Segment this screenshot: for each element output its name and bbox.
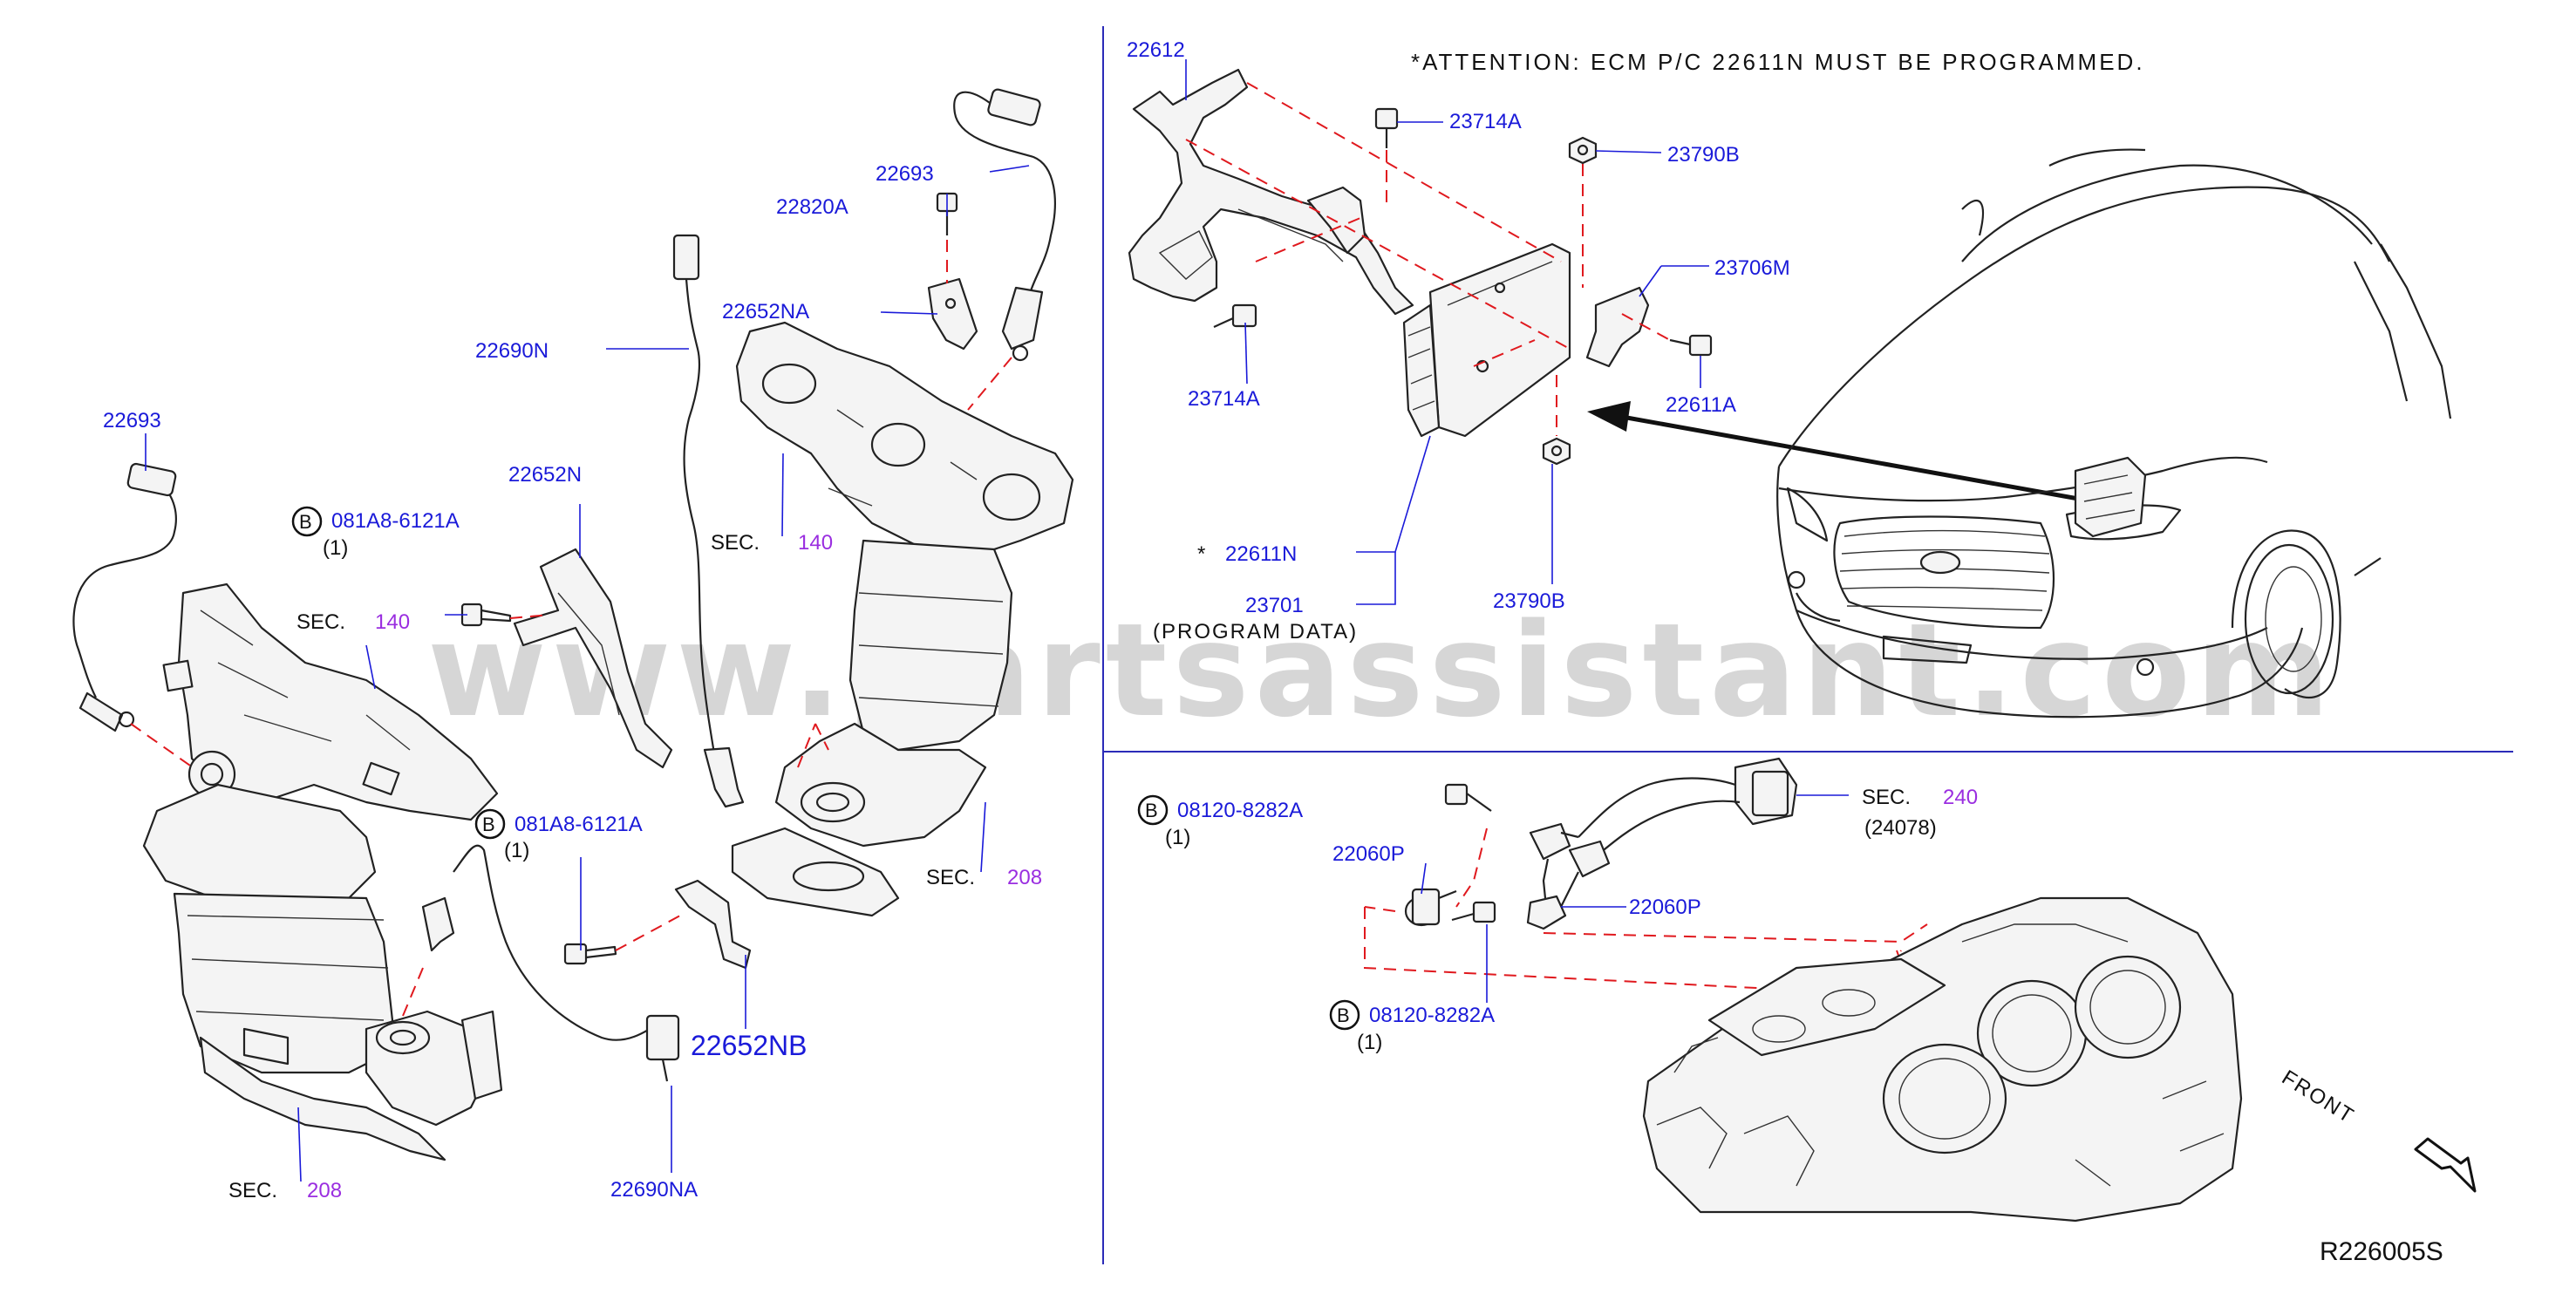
label-24078: (24078): [1864, 816, 1937, 840]
bolt-marker-knock-bottom: B: [1329, 999, 1360, 1031]
label-22693-left: 22693: [103, 409, 161, 432]
oxygen-sensor-22693-left: [72, 462, 177, 732]
leader-lines-left: [145, 165, 1030, 1182]
leader-lines-knock: [1421, 794, 1849, 1003]
catalytic-converter-left: [142, 783, 503, 1161]
label-081A8-6121A-top-qty: (1): [323, 536, 348, 560]
label-23701-note: (PROGRAM DATA): [1153, 620, 1358, 644]
bolt-22611A: [1669, 334, 1713, 357]
bolt-08120-8282A-bottom: [1451, 901, 1496, 923]
svg-text:B: B: [299, 511, 312, 533]
svg-text:B: B: [482, 814, 495, 835]
knock-sensor-22060P-left: [1404, 888, 1457, 927]
leader-lines-ecm: [1185, 59, 1709, 605]
label-22693-top: 22693: [876, 162, 934, 186]
knock-sensor-22060P-right: [1526, 895, 1567, 930]
oxygen-sensor-22690N: [672, 234, 745, 808]
label-sec-208-left: SEC.: [228, 1179, 277, 1202]
bolt-23714A-bottom: [1213, 303, 1257, 329]
label-sec-240: SEC.: [1862, 786, 1911, 809]
front-arrow-icon: [2414, 1137, 2477, 1193]
front-direction-indicator: FRONT: [2278, 1066, 2477, 1193]
label-sec-208-right: SEC.: [926, 866, 975, 889]
vehicle-front-illustration: [1776, 148, 2452, 719]
attention-note: *ATTENTION: ECM P/C 22611N MUST BE PROGR…: [1411, 49, 2145, 75]
ecm-unit-23701: [1402, 242, 1571, 438]
bolt-marker-top: B: [291, 506, 323, 537]
diagram-code: R226005S: [2320, 1237, 2443, 1266]
label-22611N: 22611N: [1225, 542, 1297, 566]
bolt-08120-8282A-top: [1444, 783, 1492, 812]
ecm-bracket-22612: [1128, 68, 1414, 316]
bolt-marker-knock-top: B: [1137, 794, 1169, 826]
label-22690N: 22690N: [475, 339, 549, 363]
watermark-text: www.partsassistant.com: [427, 596, 2335, 746]
label-23714A-top: 23714A: [1449, 110, 1522, 133]
label-sec-140-left-num: 140: [375, 610, 410, 634]
engine-block-illustration: [1642, 896, 2243, 1222]
label-22652NB: 22652NB: [691, 1030, 807, 1061]
label-22060P-left: 22060P: [1332, 842, 1405, 866]
bracket-23706M: [1585, 286, 1650, 368]
label-22060P-right: 22060P: [1629, 896, 1701, 919]
label-22611N-star: *: [1197, 542, 1205, 566]
catalytic-converter-right: [731, 539, 1013, 917]
label-23706M: 23706M: [1714, 256, 1790, 280]
label-22820A: 22820A: [776, 195, 848, 219]
exhaust-manifold-left: [162, 582, 499, 821]
knock-sensor-harness-24078: [1529, 757, 1798, 908]
oxygen-sensor-22693-top: [953, 88, 1056, 362]
svg-text:B: B: [1145, 800, 1158, 821]
bracket-22652N: [513, 548, 673, 769]
label-081A8-6121A-mid-qty: (1): [504, 839, 529, 862]
ecm-dashed-lines: [1185, 82, 1671, 436]
bolt-23714A-top: [1374, 107, 1399, 148]
nut-23790B-bottom: [1542, 437, 1571, 466]
oxygen-sensor-22690NA: [421, 844, 680, 1082]
label-22611A: 22611A: [1666, 393, 1736, 417]
label-08120-8282A-top: 08120-8282A: [1177, 799, 1303, 822]
label-23790B-bottom: 23790B: [1493, 589, 1565, 613]
nut-23790B-top: [1568, 136, 1598, 165]
label-23701: 23701: [1245, 594, 1304, 617]
label-sec-208-left-num: 208: [307, 1179, 342, 1202]
label-sec-140-mid-num: 140: [798, 531, 833, 555]
label-sec-140-mid: SEC.: [711, 531, 760, 555]
exhaust-manifold-right: [735, 321, 1074, 560]
label-23790B-top: 23790B: [1667, 143, 1740, 167]
label-22652N: 22652N: [508, 463, 582, 487]
label-22612: 22612: [1127, 38, 1185, 62]
bolt-081A8-6121A-mid: [563, 943, 617, 965]
bolt-marker-mid: B: [474, 808, 506, 840]
label-08120-8282A-bottom-qty: (1): [1357, 1031, 1382, 1054]
label-081A8-6121A-mid: 081A8-6121A: [515, 813, 643, 836]
svg-text:B: B: [1337, 1005, 1350, 1026]
label-08120-8282A-bottom: 08120-8282A: [1369, 1004, 1495, 1027]
label-sec-140-left: SEC.: [296, 610, 345, 634]
label-08120-8282A-top-qty: (1): [1165, 826, 1190, 849]
label-22690NA: 22690NA: [610, 1178, 698, 1202]
label-sec-240-num: 240: [1943, 786, 1978, 809]
label-sec-208-right-num: 208: [1007, 866, 1042, 889]
bracket-22652NA: [927, 277, 978, 351]
label-081A8-6121A-top: 081A8-6121A: [331, 509, 460, 533]
location-arrow: [1587, 401, 2094, 504]
front-label: FRONT: [2278, 1066, 2359, 1128]
bracket-22652NB: [674, 879, 752, 970]
label-22652NA: 22652NA: [722, 300, 809, 324]
label-23714A-bottom: 23714A: [1188, 387, 1260, 411]
